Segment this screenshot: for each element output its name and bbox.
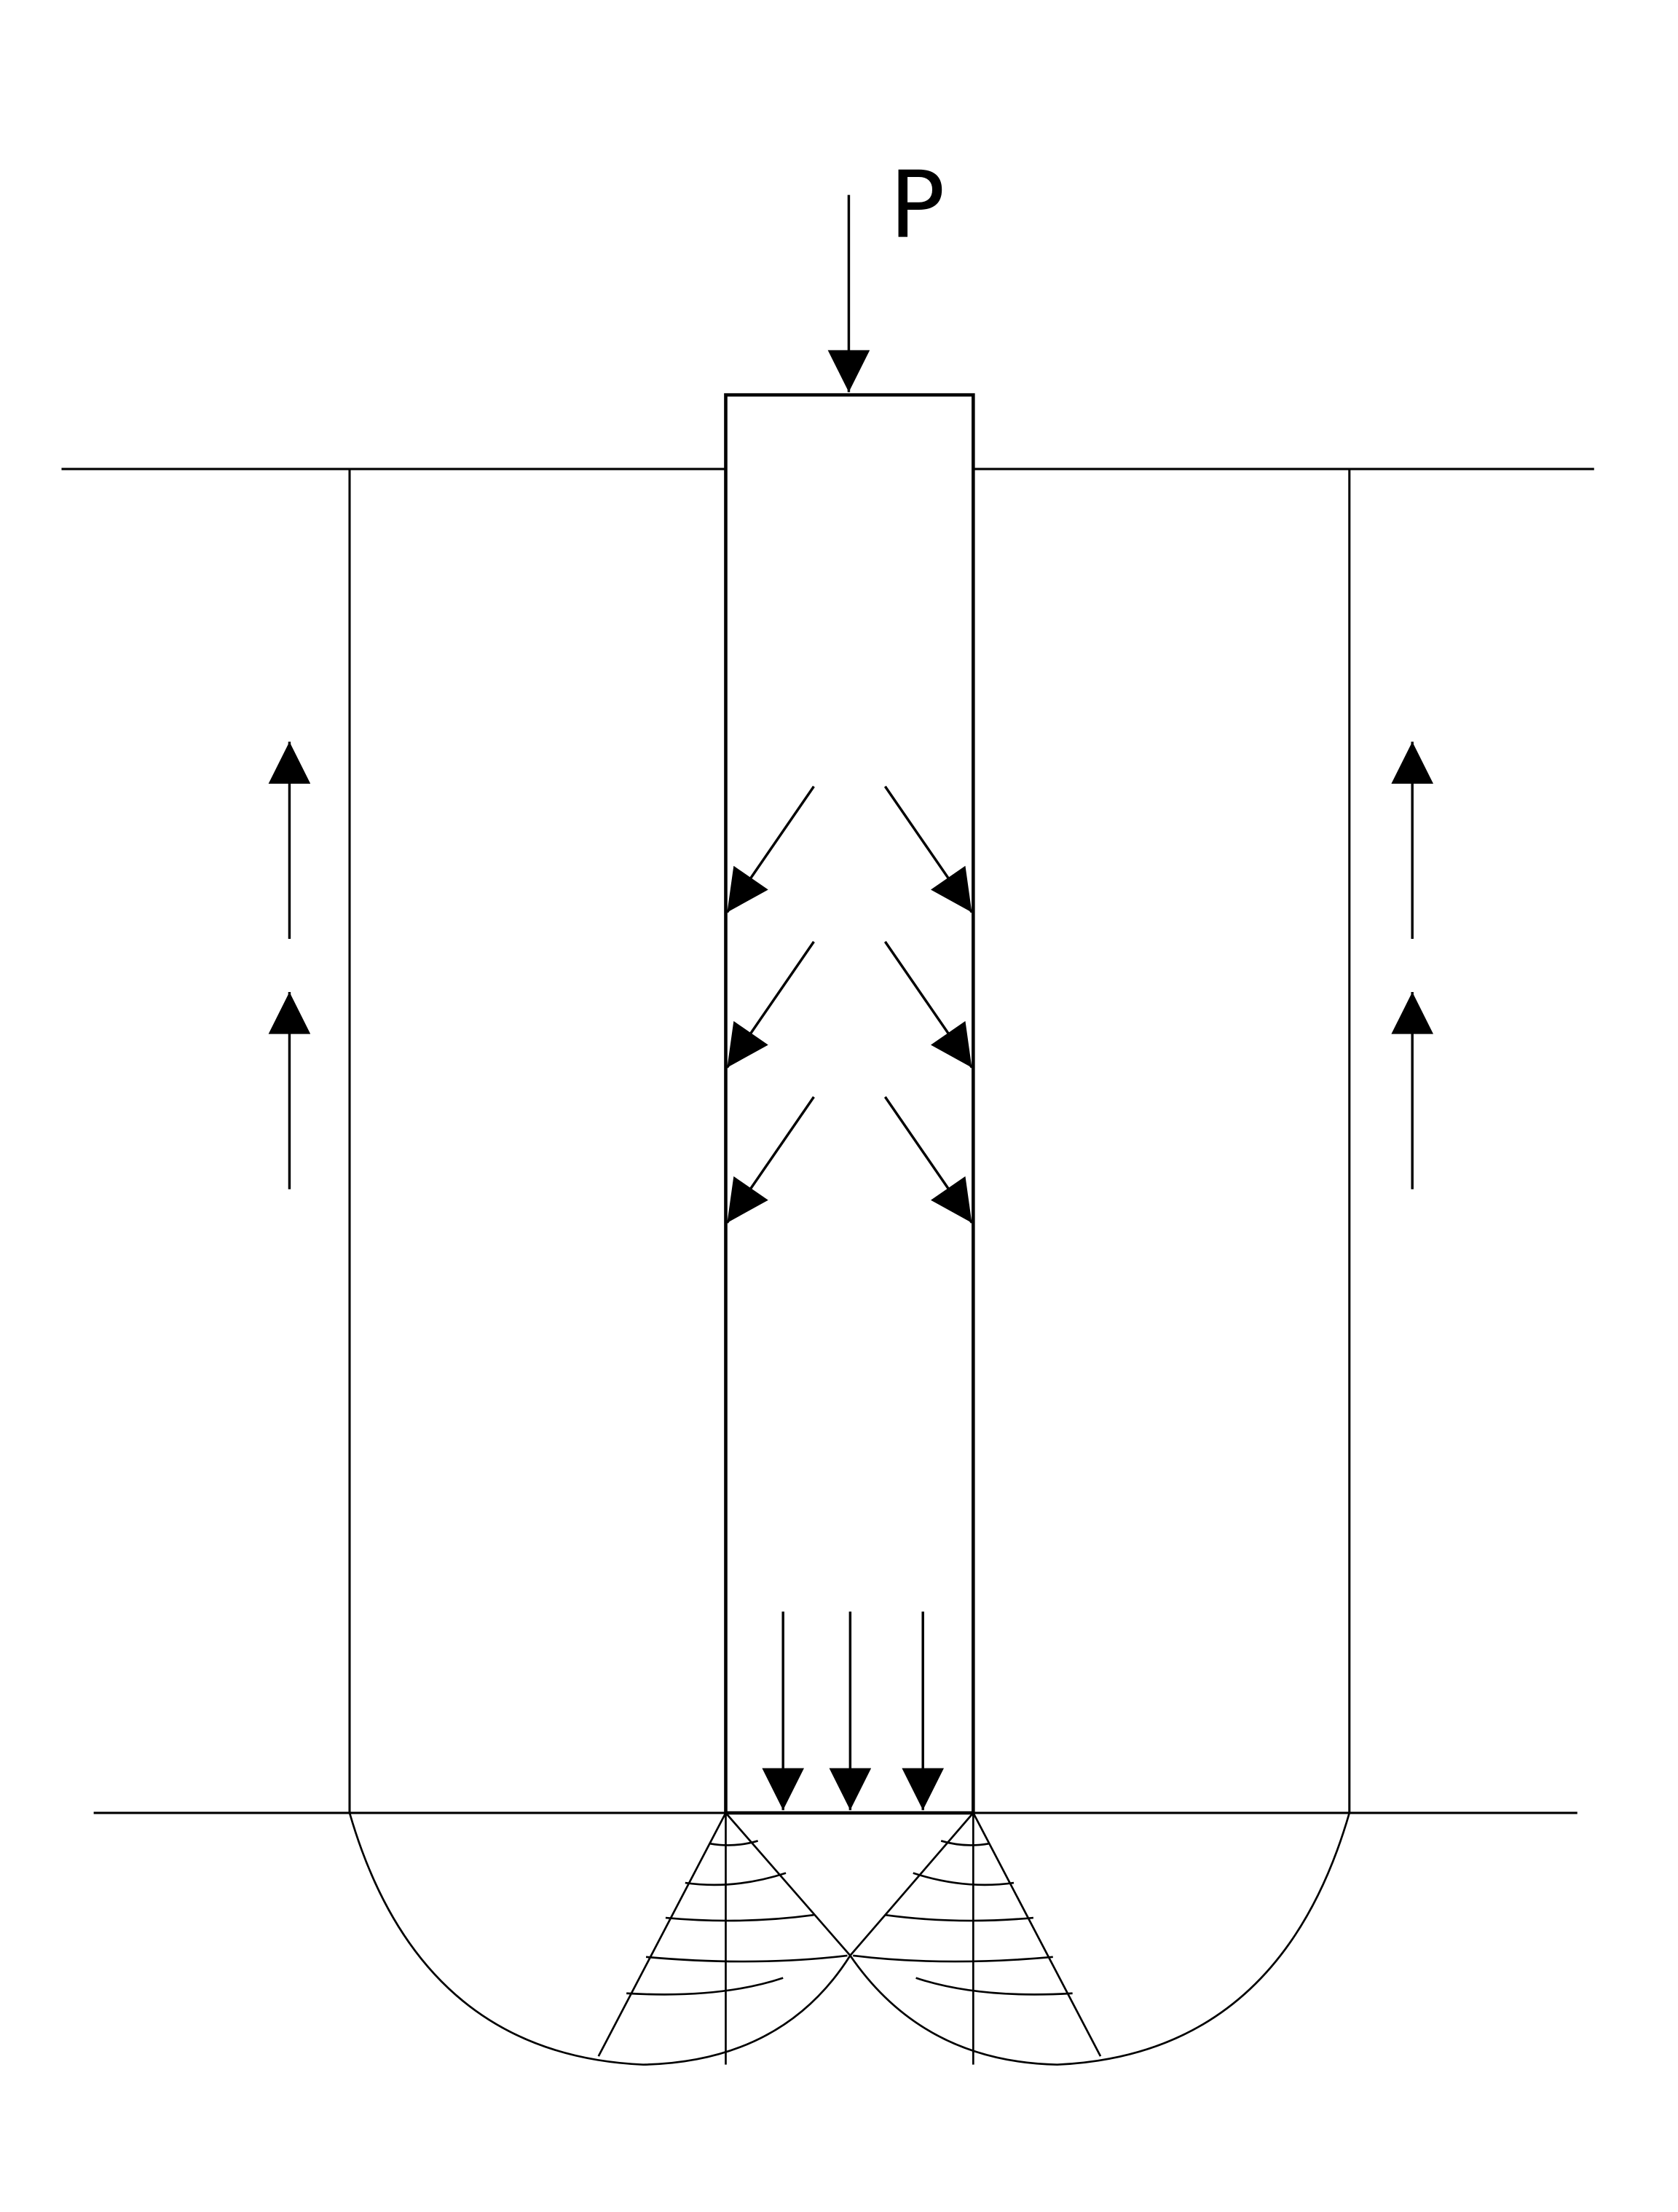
bearing-failure-zone <box>348 1812 1351 2066</box>
wedge-right-arc-3 <box>885 1913 1034 1922</box>
slip-surface-left <box>348 1812 851 2066</box>
wedge-left-arc-3 <box>665 1913 814 1922</box>
wedge-left-arc-1 <box>710 1840 759 1846</box>
wedge-left-arc-5 <box>626 1977 784 1996</box>
skin-friction-arrows <box>725 785 973 1224</box>
slip-surface-right <box>849 1812 1351 2066</box>
wedge-right-arc-2 <box>913 1872 1015 1886</box>
soil-zone-boundaries <box>348 468 1351 1814</box>
skin-friction-arrow-left-1 <box>725 785 815 913</box>
end-bearing-arrows <box>762 1611 944 1811</box>
skin-friction-arrow-right-3 <box>883 1096 973 1224</box>
soil-reaction-arrows <box>268 741 1433 1189</box>
skin-friction-arrow-right-1 <box>883 785 973 913</box>
wedge-right <box>849 1812 1102 2065</box>
pile <box>724 393 975 1815</box>
wedge-right-arc-5 <box>915 1977 1073 1996</box>
load-label: P <box>889 151 945 259</box>
wedge-left <box>597 1812 851 2065</box>
wedge-left-arc-4 <box>645 1954 848 1963</box>
skin-friction-arrow-left-3 <box>725 1096 815 1224</box>
wedge-right-arc-1 <box>940 1840 989 1846</box>
wedge-left-arc-2 <box>685 1872 787 1886</box>
skin-friction-arrow-right-2 <box>883 940 973 1068</box>
skin-friction-arrow-left-2 <box>725 940 815 1068</box>
wedge-right-arc-4 <box>853 1954 1053 1963</box>
